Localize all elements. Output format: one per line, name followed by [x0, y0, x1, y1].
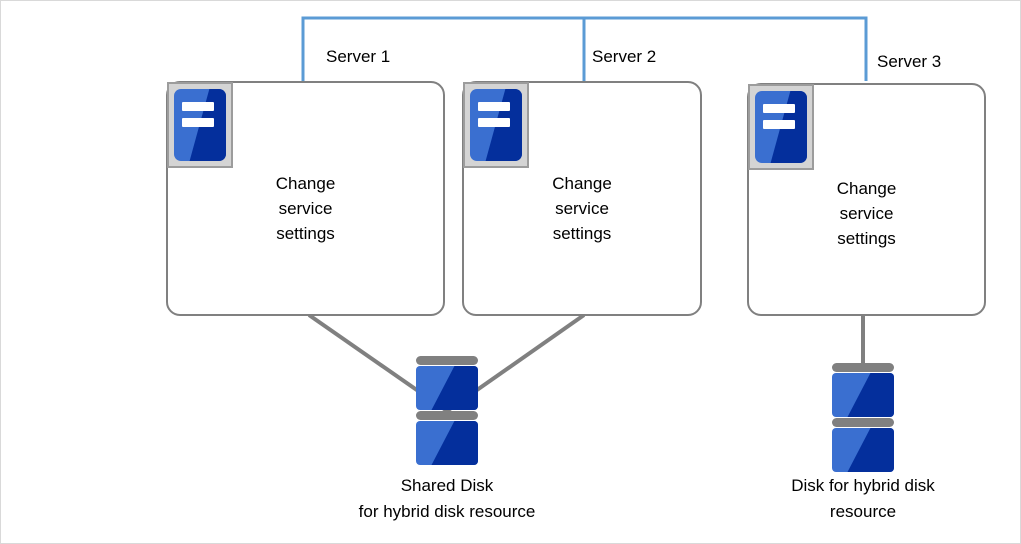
- disk-platter-upper: [832, 373, 894, 417]
- disk-platter-lower: [832, 428, 894, 472]
- shared-disk-caption: Shared Disk for hybrid disk resource: [358, 476, 536, 521]
- server-box-1[interactable]: Change service settings: [166, 81, 445, 316]
- network-bracket-icon: [301, 16, 868, 81]
- disk-bar-middle: [832, 418, 894, 427]
- server-icon-1: [167, 82, 233, 168]
- disk-platter-lower: [416, 421, 478, 465]
- server-icon-2: [463, 82, 529, 168]
- shared-disk-icon[interactable]: [416, 356, 478, 466]
- server-icon-3: [748, 84, 814, 170]
- disk-bar-top: [416, 356, 478, 365]
- server-box-3[interactable]: Change service settings: [747, 83, 986, 316]
- server-box-2[interactable]: Change service settings: [462, 81, 702, 316]
- server-box-label-2: Change service settings: [552, 174, 612, 243]
- disk-bar-top: [832, 363, 894, 372]
- server-tag-1: Server 1: [326, 47, 391, 66]
- hybrid-disk-icon[interactable]: [832, 363, 894, 473]
- server-tag-2: Server 2: [592, 47, 657, 66]
- server-box-label-3: Change service settings: [836, 179, 897, 248]
- disk-bar-middle: [416, 411, 478, 420]
- server-tag-3: Server 3: [877, 52, 942, 71]
- disk-platter-upper: [416, 366, 478, 410]
- hybrid-disk-caption: Disk for hybrid disk resource: [791, 476, 935, 521]
- server-box-label-1: Change service settings: [275, 174, 336, 243]
